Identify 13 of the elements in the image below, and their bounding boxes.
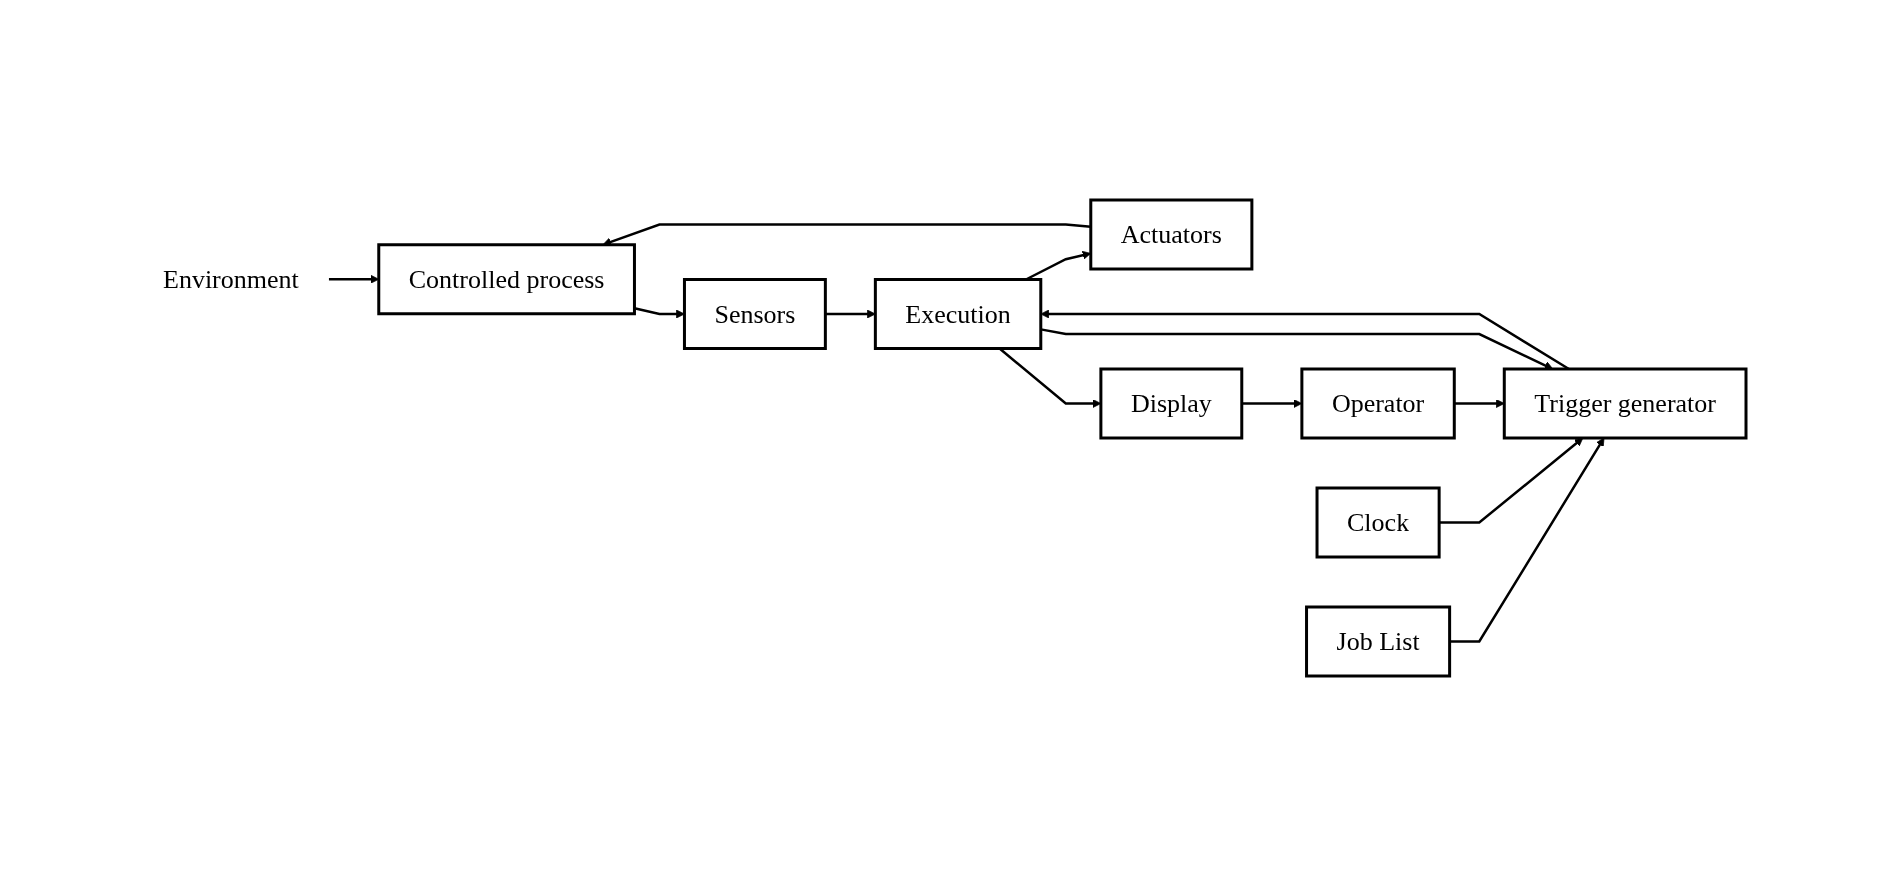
node-box: Display (1098, 367, 1243, 440)
arrow (1040, 328, 1553, 370)
node-box: Sensors (682, 278, 827, 350)
arrow (1241, 399, 1302, 408)
node-box: Controlled process (376, 243, 636, 316)
node-text: Environment (162, 264, 299, 294)
node-box: Clock (1315, 486, 1441, 559)
arrow (328, 274, 379, 284)
node-box: Trigger generator (1502, 367, 1747, 440)
node-box: Operator (1299, 367, 1456, 440)
node-box: Actuators (1088, 198, 1253, 271)
node-box: Execution (873, 278, 1042, 350)
node-box: Job List (1304, 605, 1451, 678)
